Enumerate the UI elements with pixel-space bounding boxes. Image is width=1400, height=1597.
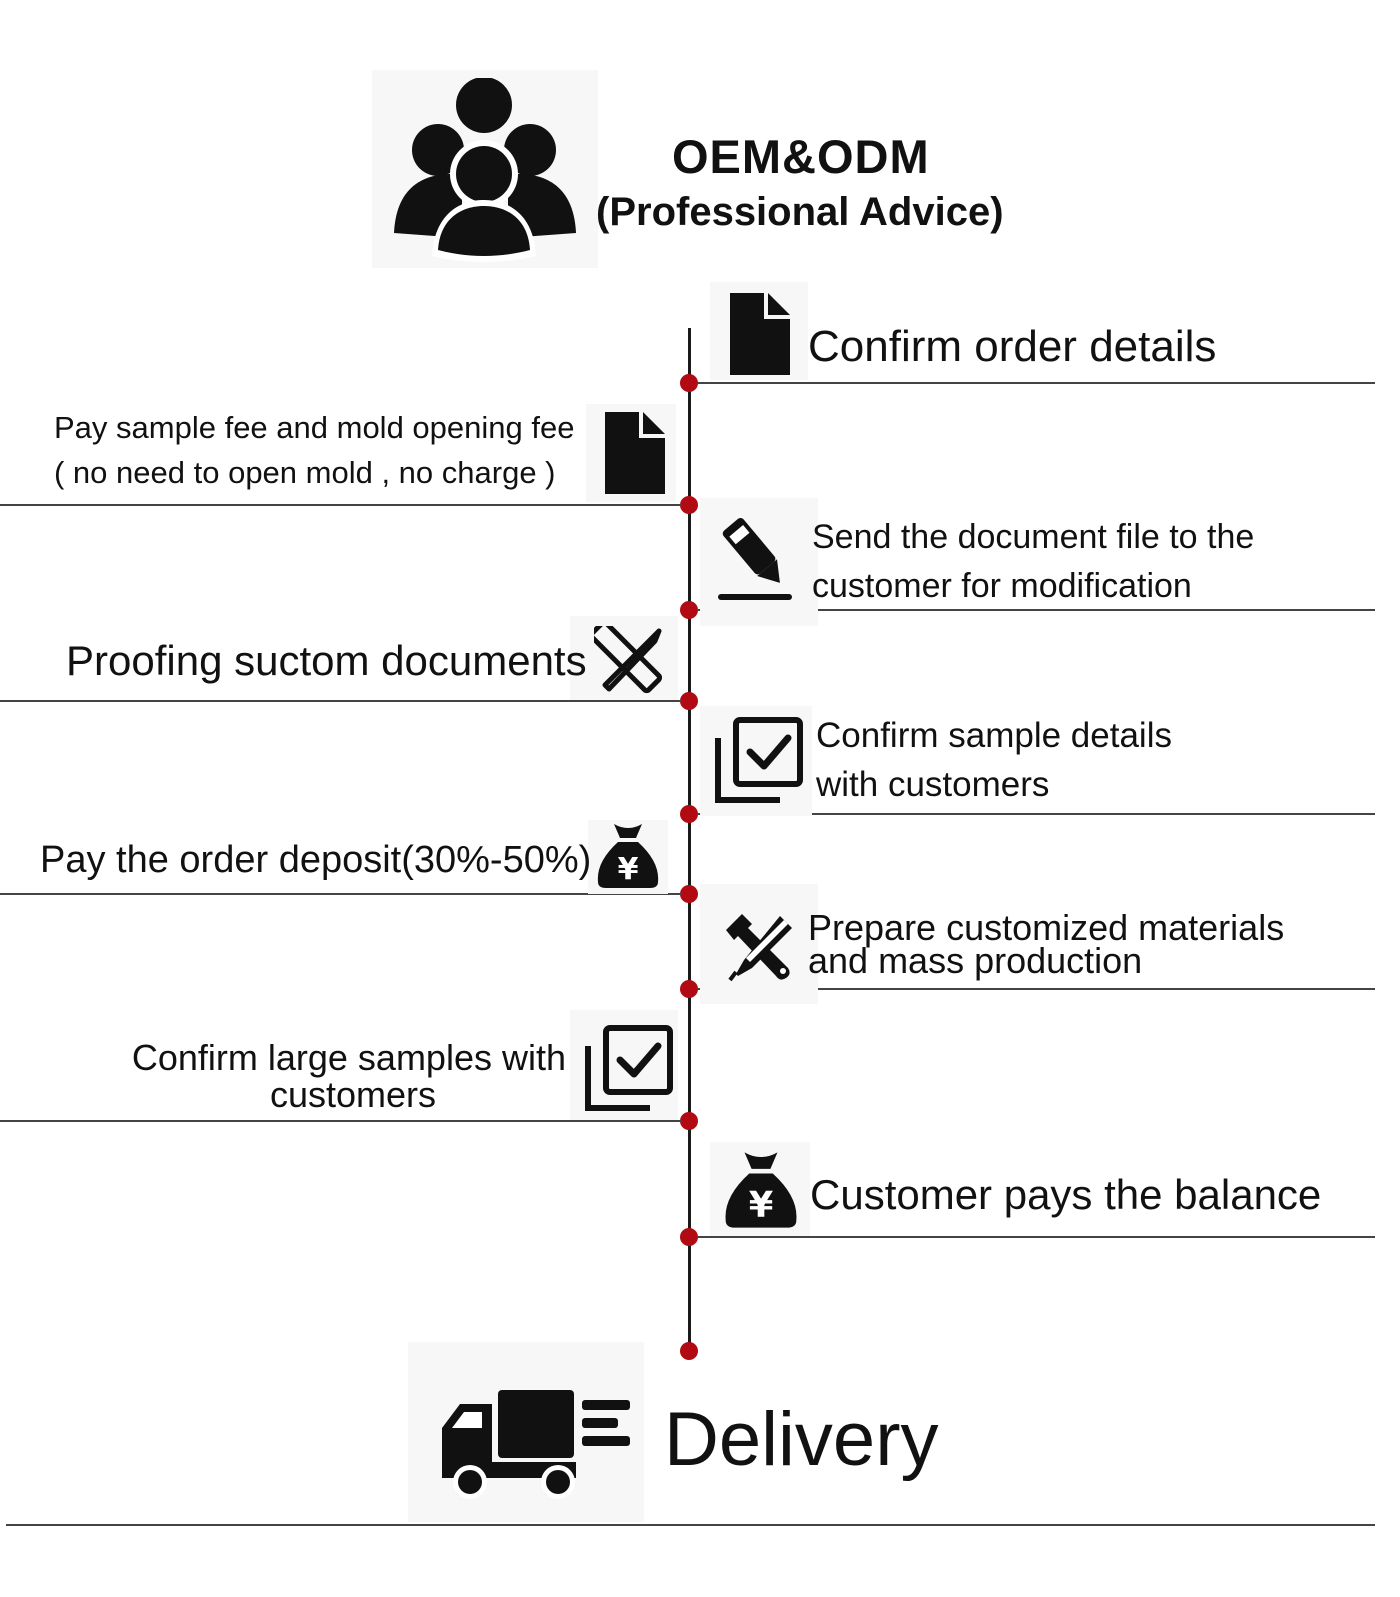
pen-edit-icon [718,516,796,604]
step-underline [698,1236,1375,1238]
timeline-dot [680,1228,698,1246]
timeline-dot [680,805,698,823]
money-bag-icon: ¥ [596,822,660,890]
svg-text:¥: ¥ [618,852,639,887]
timeline-dot [680,496,698,514]
money-bag-icon: ¥ [722,1150,800,1230]
timeline-dot [680,1342,698,1360]
step-label: Proofing suctom documents [66,637,587,684]
step-label-line1: Send the document file to the [812,518,1255,556]
step-underline [698,813,1375,815]
timeline-dot [680,885,698,903]
header-title: OEM&ODM [672,130,930,183]
checkbox-copy-icon [714,716,804,806]
timeline-axis [688,328,691,1352]
step-underline [0,893,682,895]
timeline-dot [680,980,698,998]
delivery-truck-icon [440,1386,632,1502]
delivery-label: Delivery [664,1397,939,1482]
step-underline [698,988,1375,990]
step-label-line2: customer for modification [812,567,1192,605]
timeline-dot [680,374,698,392]
timeline-dot [680,1112,698,1130]
step-label-line1: Pay sample fee and mold opening fee [54,410,575,445]
step-underline [698,382,1375,384]
step-label: Confirm order details [808,322,1217,371]
checkbox-copy-icon [584,1024,674,1114]
header-subtitle: (Professional Advice) [596,190,1004,234]
step-underline [0,504,682,506]
document-icon [730,293,790,375]
ruler-pencil-icon [594,626,664,694]
step-label-line2: and mass production [808,940,1143,981]
step-label: Pay the order deposit(30%-50%) [40,839,592,881]
step-label-line1: Confirm large samples with [131,1037,566,1078]
step-label-line1: Prepare customized materials [808,907,1285,948]
document-icon [605,412,665,494]
step-label-line2: ( no need to open mold , no charge ) [54,455,556,490]
step-label-line2: with customers [816,765,1050,804]
step-label-line1: Confirm sample details [816,716,1172,755]
tools-icon [726,912,796,982]
timeline-dot [680,692,698,710]
step-underline [698,609,1375,611]
svg-text:¥: ¥ [749,1185,774,1226]
timeline-dot [680,601,698,619]
step-underline [0,1120,682,1122]
footer-underline [6,1524,1375,1526]
step-underline [0,700,682,702]
step-label-block: Confirm large samples with customers [60,1037,566,1115]
group-people-icon [392,78,578,262]
step-label-line2: customers [269,1073,437,1115]
step-label: Customer pays the balance [810,1171,1322,1218]
